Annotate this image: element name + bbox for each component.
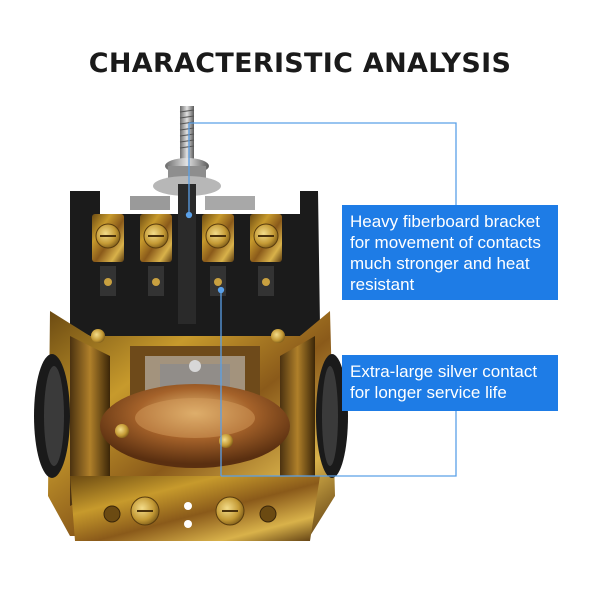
callout-silver-contact: Extra-large silver contact for longer se…	[342, 355, 558, 411]
callout-line: Extra-large silver contact	[350, 362, 538, 381]
page-title: CHARACTERISTIC ANALYSIS	[88, 48, 512, 79]
callout-line: for longer service life	[350, 383, 507, 402]
callout-line: much stronger and heat	[350, 254, 530, 273]
callout-line: for movement of contacts	[350, 233, 541, 252]
callout-line: resistant	[350, 275, 415, 294]
pressure-switch-image	[34, 106, 348, 541]
callout-fiberboard-bracket: Heavy fiberboard bracket for movement of…	[342, 205, 558, 300]
callout-line: Heavy fiberboard bracket	[350, 212, 540, 231]
